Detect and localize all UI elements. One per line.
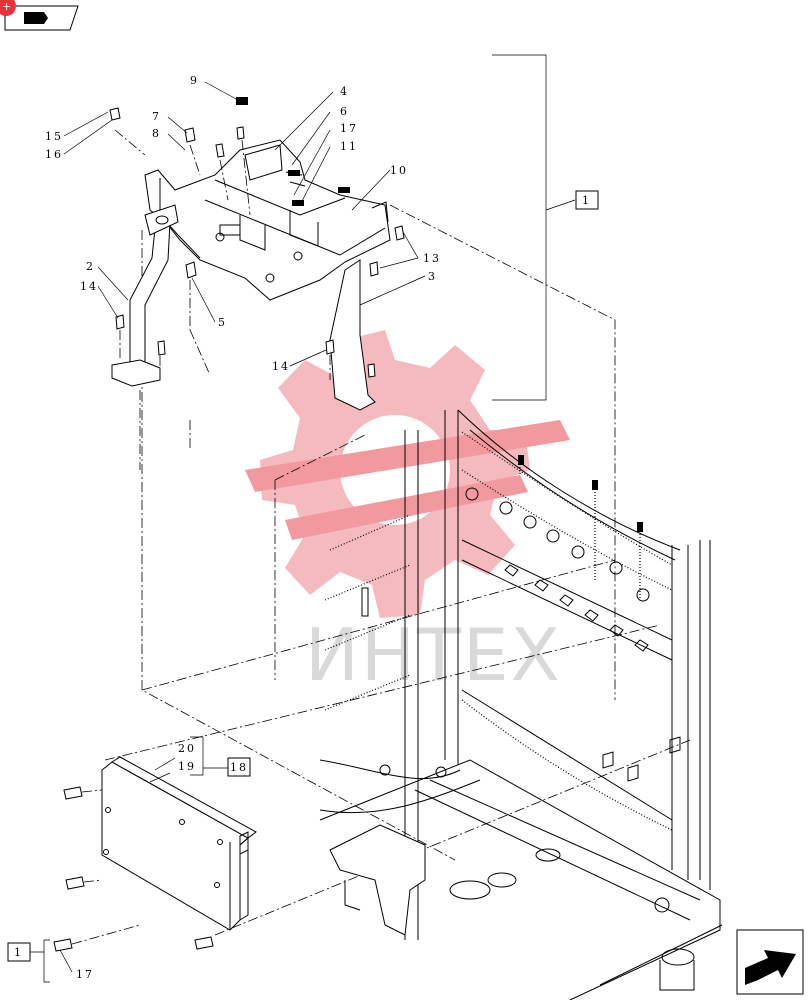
watermark-text: ИНТЕХ: [305, 613, 562, 697]
callout-4: 4: [340, 85, 349, 98]
callout-16: 16: [45, 148, 63, 161]
ref-box-1-top[interactable]: 1: [575, 190, 599, 210]
ref-box-1-bottom[interactable]: 1: [7, 942, 31, 962]
callout-11: 11: [340, 140, 358, 153]
ref-box-1-top-label: 1: [582, 194, 591, 207]
ref-box-18-label: 18: [230, 761, 248, 774]
callout-20: 20: [178, 742, 196, 755]
cab-frame: [319, 409, 723, 1001]
callout-17-bottom: 17: [76, 968, 94, 981]
badge: +: [0, 0, 16, 16]
assembly-bracket: [492, 54, 576, 401]
module-bracket: [190, 736, 228, 776]
callout-19: 19: [178, 760, 196, 773]
ref-box-18[interactable]: 18: [227, 757, 251, 777]
arrow-forward-icon: [745, 950, 796, 985]
ref-box-1-bottom-label: 1: [14, 946, 23, 959]
forward-button[interactable]: [736, 929, 804, 995]
book-back-icon: [24, 12, 48, 24]
callout-9: 9: [190, 74, 199, 87]
cabin-outline: [104, 204, 691, 936]
bracket-assembly: [109, 97, 405, 470]
callout-6: 6: [340, 105, 349, 118]
badge-text: +: [2, 0, 11, 13]
callout-2: 2: [86, 260, 95, 273]
callout-labels: 9 4 6 17 11 7 8 15 16 10 13 3 2 14 5 14 …: [45, 74, 441, 981]
callout-3: 3: [428, 270, 437, 283]
callout-14-center: 14: [272, 360, 290, 373]
back-button[interactable]: [4, 5, 79, 31]
callout-5: 5: [218, 316, 227, 329]
callout-13: 13: [423, 252, 441, 265]
callout-17: 17: [340, 122, 358, 135]
callout-leaders: [59, 81, 426, 973]
watermark-logo: [245, 330, 570, 618]
callout-14-left: 14: [80, 280, 98, 293]
bolt-group: [109, 107, 405, 378]
callout-10: 10: [390, 164, 408, 177]
callout-15: 15: [45, 130, 63, 143]
control-module: [53, 756, 257, 952]
watermark-swoosh-2: [285, 475, 528, 540]
callout-7: 7: [152, 110, 161, 123]
lower-bracket: [30, 939, 50, 983]
callout-8: 8: [152, 127, 161, 140]
